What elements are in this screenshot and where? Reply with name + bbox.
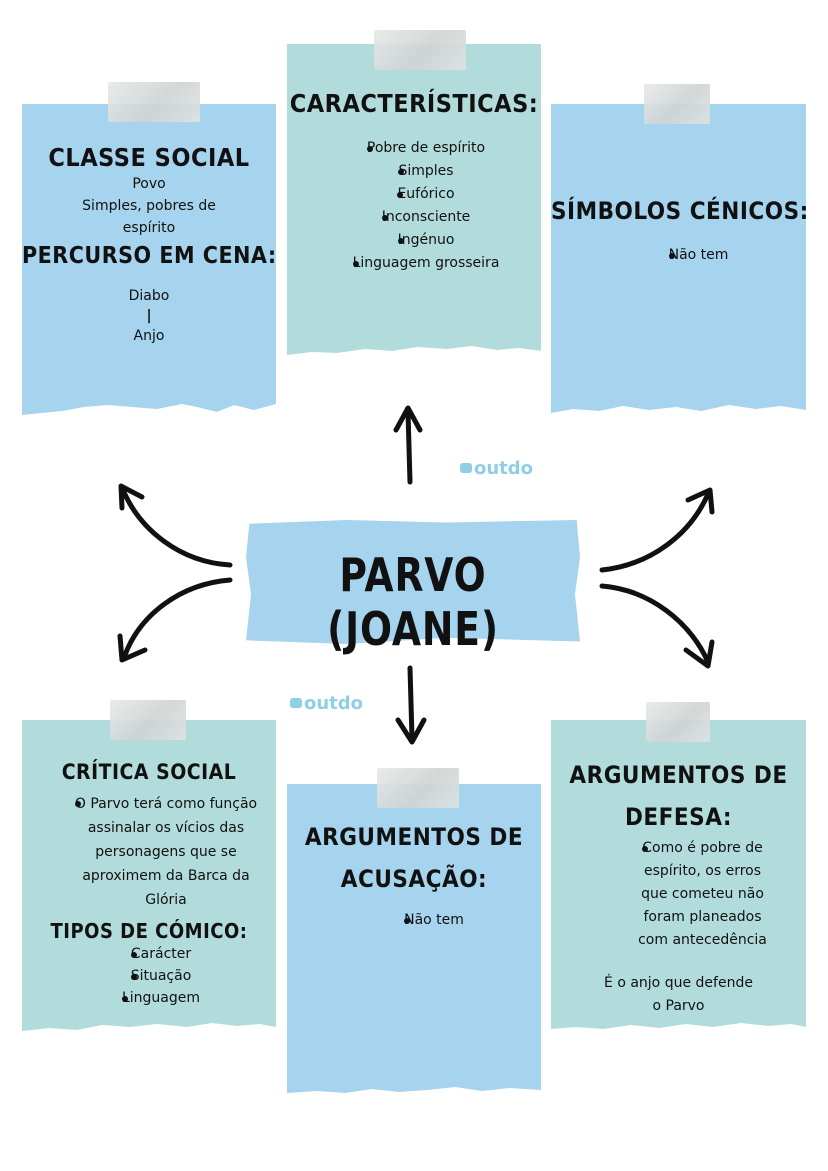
card-critica-social: CRÍTICA SOCIAL O Parvo terá como função …: [22, 720, 276, 1041]
list-item: Carácter: [22, 943, 276, 965]
tape-decoration: [646, 702, 710, 742]
caracteristicas-list: Pobre de espírito Simples Eufórico Incon…: [287, 137, 541, 275]
percurso-heading: PERCURSO EM CENA:: [22, 242, 277, 269]
arrow-down-left-icon: [117, 577, 233, 663]
acusacao-heading: ARGUMENTOS DE: [304, 823, 524, 851]
list-item: Inconsciente: [287, 206, 541, 229]
list-item: O Parvo terá como função assinalar os ví…: [22, 792, 276, 912]
arrow-down-icon: [395, 665, 427, 745]
acusacao-list: Não tem: [287, 909, 541, 932]
classe-social-line: Simples, pobres de: [82, 197, 216, 214]
list-item: Eufórico: [287, 183, 541, 206]
list-item: Linguagem grosseira: [287, 252, 541, 275]
outdo-logo-icon: [460, 463, 472, 473]
card-argumentos-acusacao: ARGUMENTOS DE ACUSAÇÃO: Não tem: [287, 784, 541, 1105]
outdo-logo-icon: [290, 698, 302, 708]
watermark-text: outdo: [474, 458, 534, 479]
arrow-up-icon: [393, 405, 423, 485]
defesa-note: É o anjo que defende o Parvo: [604, 975, 753, 1015]
list-item: Situação: [22, 965, 276, 987]
arrow-up-right-icon: [599, 487, 715, 573]
tape-decoration: [377, 768, 459, 808]
tipos-comico-heading: TIPOS DE CÓMICO:: [50, 919, 248, 944]
list-item: Como é pobre de espírito, os erros que c…: [551, 837, 806, 952]
critica-heading: CRÍTICA SOCIAL: [61, 760, 237, 784]
percurso-step: Anjo: [133, 328, 165, 345]
arrow-down-right-icon: [599, 583, 715, 669]
tipos-comico-list: Carácter Situação Linguagem: [22, 943, 276, 1009]
torn-edge: [551, 405, 806, 423]
critica-list: O Parvo terá como função assinalar os ví…: [22, 792, 276, 912]
defesa-list: Como é pobre de espírito, os erros que c…: [551, 837, 806, 952]
tape-decoration: [110, 700, 186, 740]
list-item: Ingénuo: [287, 229, 541, 252]
defesa-heading: ARGUMENTOS DE: [569, 761, 788, 789]
watermark-text: outdo: [304, 693, 364, 714]
watermark: outdo: [460, 458, 533, 479]
simbolos-heading: SÍMBOLOS CÉNICOS:: [551, 197, 809, 225]
list-item: Pobre de espírito: [287, 137, 541, 160]
caracteristicas-heading: CARACTERÍSTICAS:: [289, 89, 539, 118]
watermark: outdo: [290, 693, 363, 714]
classe-social-heading: CLASSE SOCIAL: [48, 143, 250, 172]
simbolos-list: Não tem: [551, 244, 806, 267]
card-argumentos-defesa: ARGUMENTOS DE DEFESA: Como é pobre de es…: [551, 720, 806, 1041]
list-item: Não tem: [551, 244, 806, 267]
acusacao-heading: ACUSAÇÃO:: [340, 864, 488, 893]
torn-edge: [287, 346, 541, 365]
center-tape-background: [246, 520, 580, 644]
defesa-heading: DEFESA:: [624, 802, 733, 831]
torn-edge: [287, 1087, 541, 1105]
list-item: Simples: [287, 160, 541, 183]
tape-decoration: [374, 30, 466, 70]
list-item: Não tem: [287, 909, 541, 932]
percurso-separator: |: [146, 308, 152, 325]
card-caracteristicas: CARACTERÍSTICAS: Pobre de espírito Simpl…: [287, 44, 541, 365]
center-title: PARVO (JOANE): [327, 548, 499, 656]
classe-social-line: espírito: [122, 219, 176, 236]
card-classe-social: CLASSE SOCIAL Povo Simples, pobres de es…: [22, 104, 277, 423]
torn-edge: [551, 1023, 806, 1041]
arrow-up-left-icon: [118, 483, 233, 568]
percurso-step: Diabo: [128, 288, 170, 305]
card-simbolos-cenicos: SÍMBOLOS CÉNICOS: Não tem: [551, 104, 809, 423]
classe-social-line: Povo: [132, 175, 166, 192]
tape-decoration: [108, 82, 200, 122]
torn-edge: [22, 1023, 276, 1041]
torn-edge: [22, 404, 276, 423]
list-item: Linguagem: [22, 987, 276, 1009]
tape-decoration: [644, 84, 710, 124]
